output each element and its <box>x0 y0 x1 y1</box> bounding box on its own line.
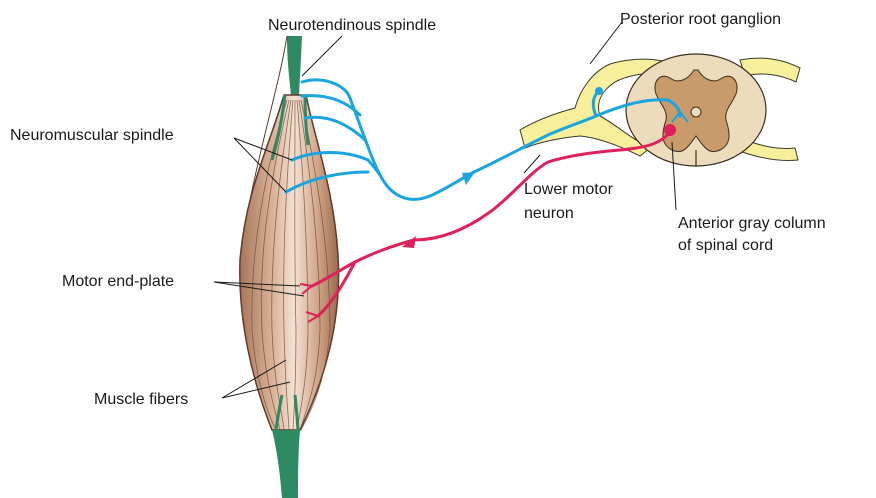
label-anterior-gray-column-line2: of spinal cord <box>678 237 773 254</box>
label-lower-motor-neuron-line2: neuron <box>524 205 574 222</box>
label-anterior-gray-column-line1: Anterior gray column <box>678 215 826 232</box>
sensory-arrow <box>462 172 475 185</box>
spinal-cord-section <box>520 54 800 166</box>
label-neuromuscular-spindle: Neuromuscular spindle <box>10 127 174 144</box>
muscle <box>240 36 339 498</box>
label-lower-motor-neuron-line1: Lower motor <box>524 181 614 198</box>
label-neurotendinous-spindle: Neurotendinous spindle <box>268 17 436 34</box>
label-muscle-fibers: Muscle fibers <box>94 391 188 408</box>
label-posterior-root-ganglion: Posterior root ganglion <box>620 11 781 28</box>
label-motor-end-plate: Motor end-plate <box>62 273 174 290</box>
tendon-bottom <box>272 430 300 498</box>
tendon-top <box>287 36 302 95</box>
motor-neuron-cell <box>664 124 676 136</box>
ganglion-cell <box>595 87 603 95</box>
